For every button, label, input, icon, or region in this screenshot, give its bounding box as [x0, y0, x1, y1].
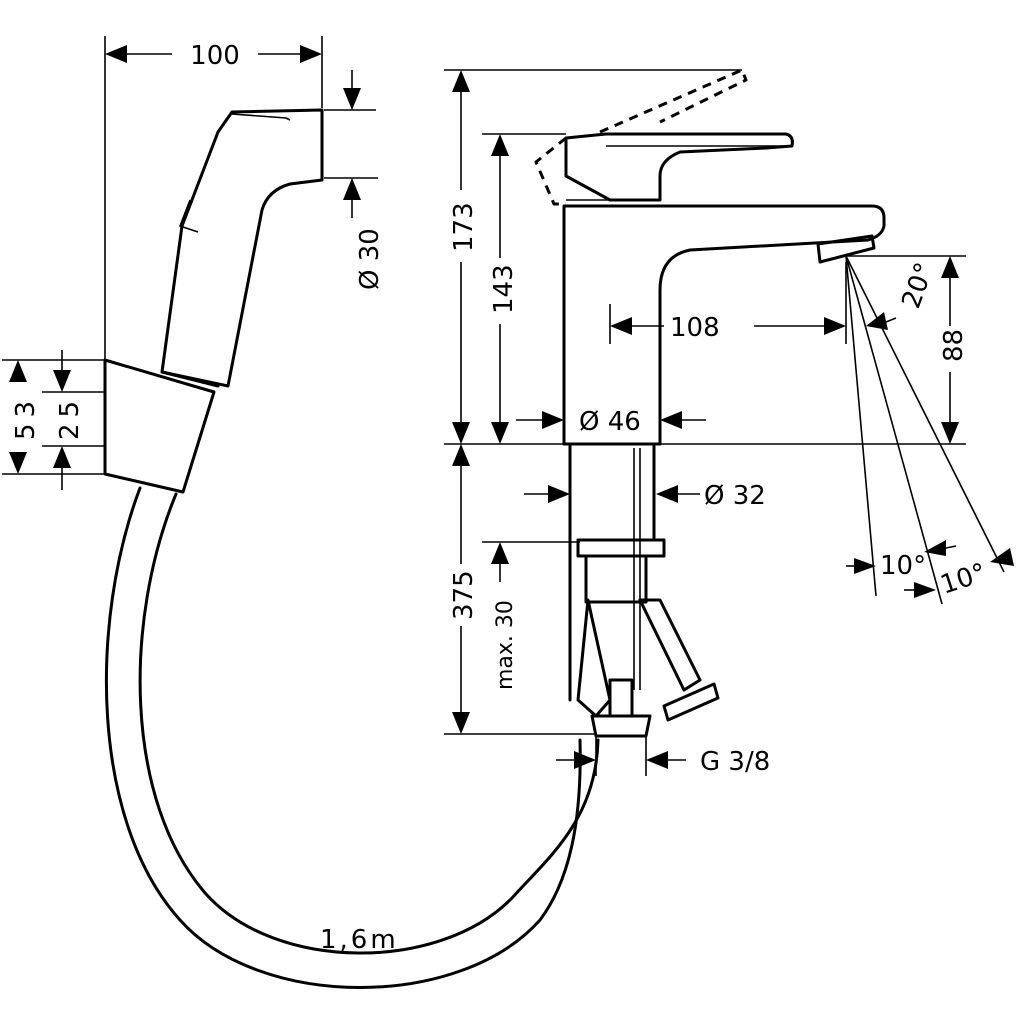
dim-10deg-1-label: 10° — [880, 551, 926, 581]
dim-100-label: 100 — [190, 41, 240, 71]
dim-173: 173 — [444, 69, 742, 444]
dim-20deg-label: 20° — [896, 259, 940, 313]
dim-dia32-label: Ø 32 — [704, 481, 766, 511]
dim-88: 88 — [939, 256, 969, 444]
dim-dia30: Ø 30 — [324, 70, 385, 290]
hose — [104, 486, 600, 989]
dim-375: 375 — [444, 444, 596, 735]
dim-53-25: 53 25 — [2, 350, 105, 490]
dim-53-label: 53 — [11, 395, 41, 440]
spray-lines: 20° — [845, 255, 1005, 605]
dim-108-label: 108 — [670, 313, 720, 343]
hand-shower — [160, 108, 324, 388]
dim-10deg-2-label: 10° — [937, 558, 990, 601]
dim-dia32: Ø 32 — [524, 481, 766, 511]
shower-holder — [103, 358, 220, 494]
dim-max30-label: max. 30 — [493, 600, 518, 690]
mixer-shank — [568, 442, 720, 738]
dim-143: 143 — [482, 133, 566, 444]
dim-100: 100 — [104, 36, 323, 360]
dim-375-label: 375 — [449, 570, 479, 620]
dim-dia46: Ø 46 — [516, 407, 706, 437]
dim-173-label: 173 — [449, 202, 479, 252]
dim-108: 108 — [609, 262, 847, 344]
dim-25-label: 25 — [55, 395, 85, 440]
mixer-lever — [534, 68, 794, 206]
dim-max30: max. 30 — [482, 541, 580, 690]
dim-g38-label: G 3/8 — [700, 747, 770, 777]
dim-g38: G 3/8 — [556, 736, 770, 777]
dim-143-label: 143 — [489, 264, 519, 314]
dim-dia30-label: Ø 30 — [355, 228, 385, 290]
dim-88-label: 88 — [939, 329, 969, 362]
dim-dia46-label: Ø 46 — [579, 407, 641, 437]
hose-length-label: 1,6m — [320, 925, 399, 955]
